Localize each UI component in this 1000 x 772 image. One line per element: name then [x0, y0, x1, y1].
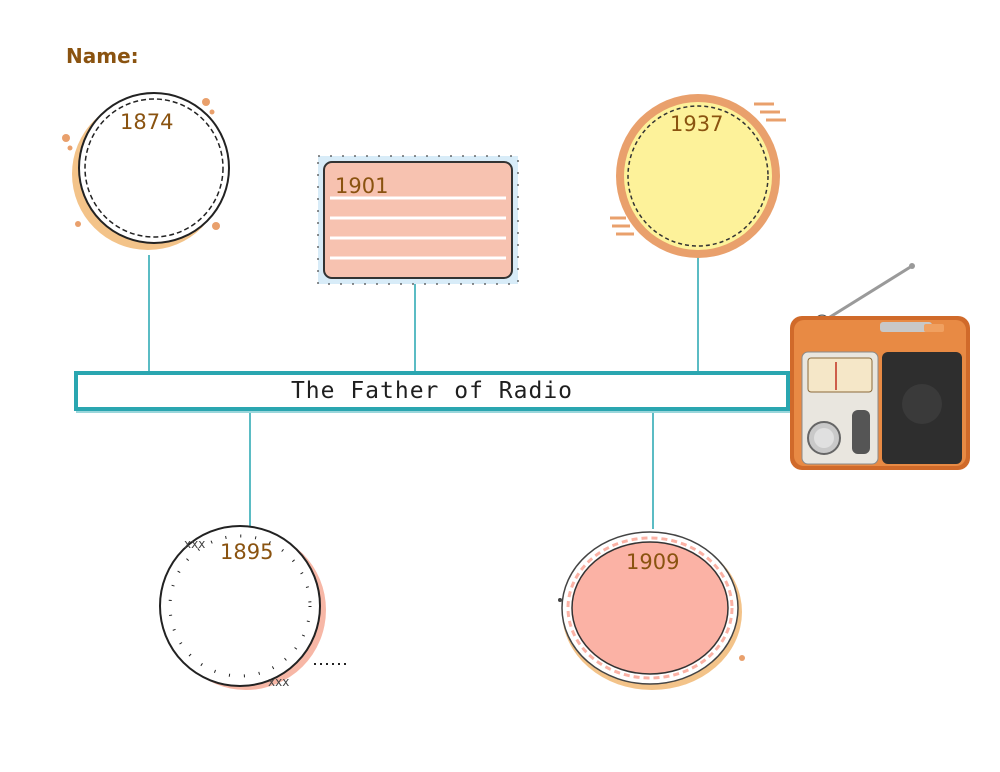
name-label: Name: [66, 44, 139, 68]
connector-1937 [697, 255, 699, 373]
radio-illustration [784, 260, 974, 475]
event-year-1895: 1895 [220, 540, 274, 564]
card-frame-icon [317, 155, 519, 285]
connector-1874 [148, 255, 150, 373]
timeline-title: The Father of Radio [290, 378, 574, 404]
timeline-title-bar: The Father of Radio [74, 371, 790, 411]
event-1909-frame [556, 528, 752, 694]
sun-frame-icon [610, 94, 786, 258]
event-1874-frame [60, 92, 240, 262]
event-year-1874: 1874 [120, 110, 174, 134]
connector-1901 [414, 283, 416, 373]
connector-1909 [652, 409, 654, 529]
radio-icon [790, 263, 970, 470]
event-year-1937: 1937 [670, 112, 724, 136]
circle-frame-icon: xxx xxx [159, 525, 348, 690]
event-year-1901: 1901 [335, 174, 389, 198]
circle-frame-icon [62, 92, 230, 250]
event-year-1909: 1909 [626, 550, 680, 574]
svg-text:xxx: xxx [268, 675, 289, 689]
oval-frame-icon [558, 531, 745, 690]
svg-text:xxx: xxx [184, 537, 205, 551]
event-1937-frame [604, 92, 794, 262]
event-1895-frame: xxx xxx [154, 524, 350, 698]
connector-1895 [249, 409, 251, 527]
event-1901-frame [316, 154, 520, 286]
